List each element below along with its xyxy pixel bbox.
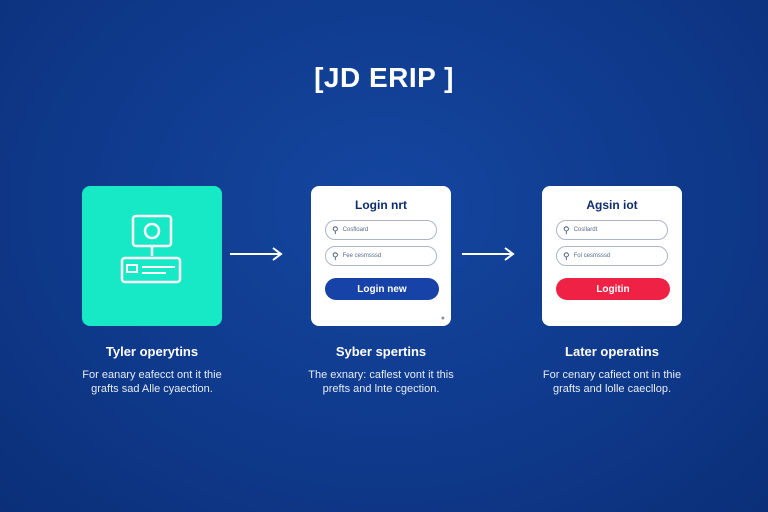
arrow-right-icon xyxy=(230,247,283,261)
step-3-desc-line: grafts and lolle caecllop. xyxy=(552,383,671,395)
password-input[interactable]: ⚲ Fol cesmsssd xyxy=(556,246,668,266)
password-placeholder: Fol cesmsssd xyxy=(573,253,611,259)
step-1-heading: Tyler operytins xyxy=(105,344,199,359)
login-card-title: Agsin iot xyxy=(586,198,638,212)
step-3-description: For cenary cafiect ont in thie grafts an… xyxy=(512,368,712,396)
login-card-title: Login nrt xyxy=(355,198,407,212)
step-2-heading: Syber spertins xyxy=(335,344,427,359)
login-card-2: Agsin iot ⚲ Cosllardt ⚲ Fol cesmsssd Log… xyxy=(542,186,682,326)
lock-icon: ● xyxy=(440,315,445,322)
password-input[interactable]: ⚲ Fee cesmsssd xyxy=(325,246,437,266)
step-2-desc-line: prefts and lnte cgection. xyxy=(322,383,440,395)
username-input[interactable]: ⚲ Cosllardt xyxy=(556,220,668,240)
step-2-description: The exnary: caflest vont it this prefts … xyxy=(281,368,481,396)
camera-card-icon xyxy=(120,214,182,284)
password-placeholder: Fee cesmsssd xyxy=(342,253,382,259)
username-input[interactable]: ⚲ Cosfloard xyxy=(325,220,437,240)
device-card xyxy=(82,186,222,326)
lock-icon: ⚲ xyxy=(563,250,570,261)
step-1-description: For eanary eafecct ont it thie grafts sa… xyxy=(52,368,252,396)
username-placeholder: Cosllardt xyxy=(573,227,598,233)
search-icon: ⚲ xyxy=(332,224,339,235)
step-2-desc-line: The exnary: caflest vont it this xyxy=(308,369,454,381)
step-3-desc-line: For cenary cafiect ont in thie xyxy=(542,369,682,381)
username-placeholder: Cosfloard xyxy=(342,227,369,233)
arrow-right-icon xyxy=(462,247,515,261)
lock-icon: ⚲ xyxy=(332,250,339,261)
login-button[interactable]: Login new xyxy=(325,278,439,300)
search-icon: ⚲ xyxy=(563,224,570,235)
step-1-desc-line: For eanary eafecct ont it thie xyxy=(82,369,222,381)
step-3-heading: Later operatins xyxy=(565,344,659,359)
login-card-1: Login nrt ⚲ Cosfloard ⚲ Fee cesmsssd Log… xyxy=(311,186,451,326)
login-button[interactable]: Logitin xyxy=(556,278,670,300)
page-title: [JD ERIP ] xyxy=(314,62,454,93)
step-1-desc-line: grafts sad Alle cyaection. xyxy=(91,383,213,395)
